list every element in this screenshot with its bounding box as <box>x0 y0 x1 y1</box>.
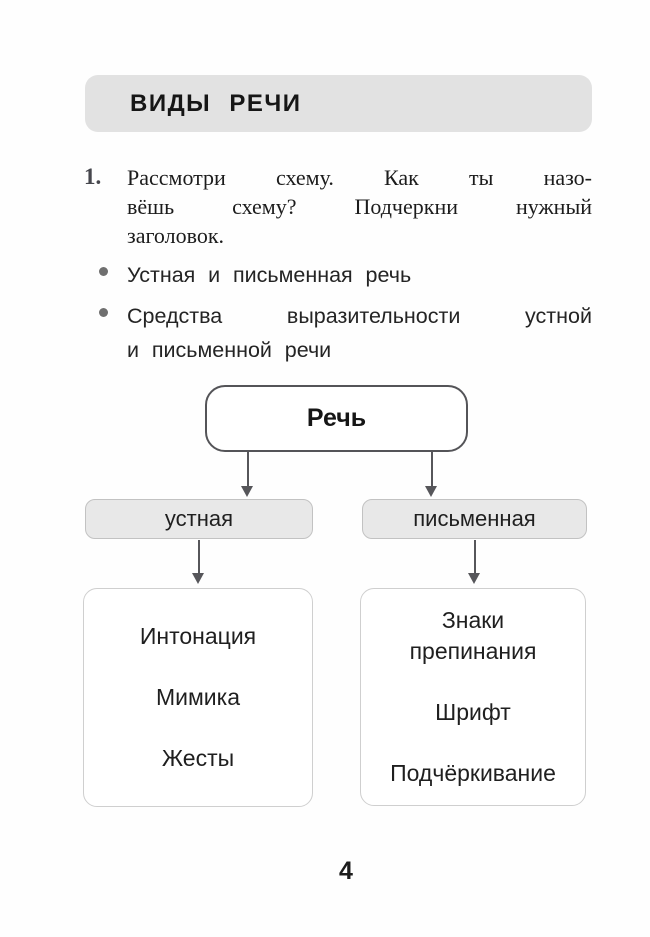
diagram-leaf-oral-means: Интонация Мимика Жесты <box>83 588 313 807</box>
diagram-leaf-written-means: Знаки препинания Шрифт Подчёркивание <box>360 588 586 806</box>
task-instruction-line: Рассмотри схему. Как ты назо- <box>127 165 592 190</box>
task-instruction-line: вёшь схему? Подчеркни нужный <box>127 194 592 219</box>
option-text: Устная и письменная речь <box>127 258 592 292</box>
section-header: ВИДЫ РЕЧИ <box>85 75 592 132</box>
arrow-down-icon <box>425 452 438 497</box>
diagram-leaf-item: Мимика <box>155 684 241 710</box>
task-number: 1. <box>84 164 102 189</box>
option-text-line: Устная и письменная речь <box>127 263 412 287</box>
arrow-down-icon <box>192 540 205 584</box>
diagram-root-node: Речь <box>205 385 468 452</box>
diagram-leaf-item: Знаки препинания <box>409 607 537 664</box>
bullet-icon <box>99 308 108 317</box>
diagram-branch-label: устная <box>164 506 234 531</box>
diagram-branch-oral: устная <box>85 499 313 539</box>
diagram-branch-label: письменная <box>413 506 536 531</box>
arrow-down-icon <box>241 452 254 497</box>
option-text: Средства выразительности устной и письме… <box>127 299 592 367</box>
option-text-line: Средства выразительности устной <box>127 304 592 328</box>
task-instruction: Рассмотри схему. Как ты назо- вёшь схему… <box>127 163 592 250</box>
option-item: Устная и письменная речь <box>99 258 592 292</box>
diagram-leaf-item: Подчёркивание <box>390 760 556 786</box>
diagram-leaf-item: Интонация <box>139 623 257 649</box>
option-text-line: и письменной речи <box>127 338 332 362</box>
section-title: ВИДЫ РЕЧИ <box>130 89 302 117</box>
option-item: Средства выразительности устной и письме… <box>99 299 592 367</box>
page-number: 4 <box>339 857 353 885</box>
arrow-down-icon <box>468 540 481 584</box>
diagram-leaf-item: Шрифт <box>435 699 511 725</box>
task-instruction-line: заголовок. <box>127 223 225 248</box>
diagram-branch-written: письменная <box>362 499 587 539</box>
diagram-leaf-item: Жесты <box>161 745 235 771</box>
bullet-icon <box>99 267 108 276</box>
diagram-root-label: Речь <box>306 404 367 432</box>
